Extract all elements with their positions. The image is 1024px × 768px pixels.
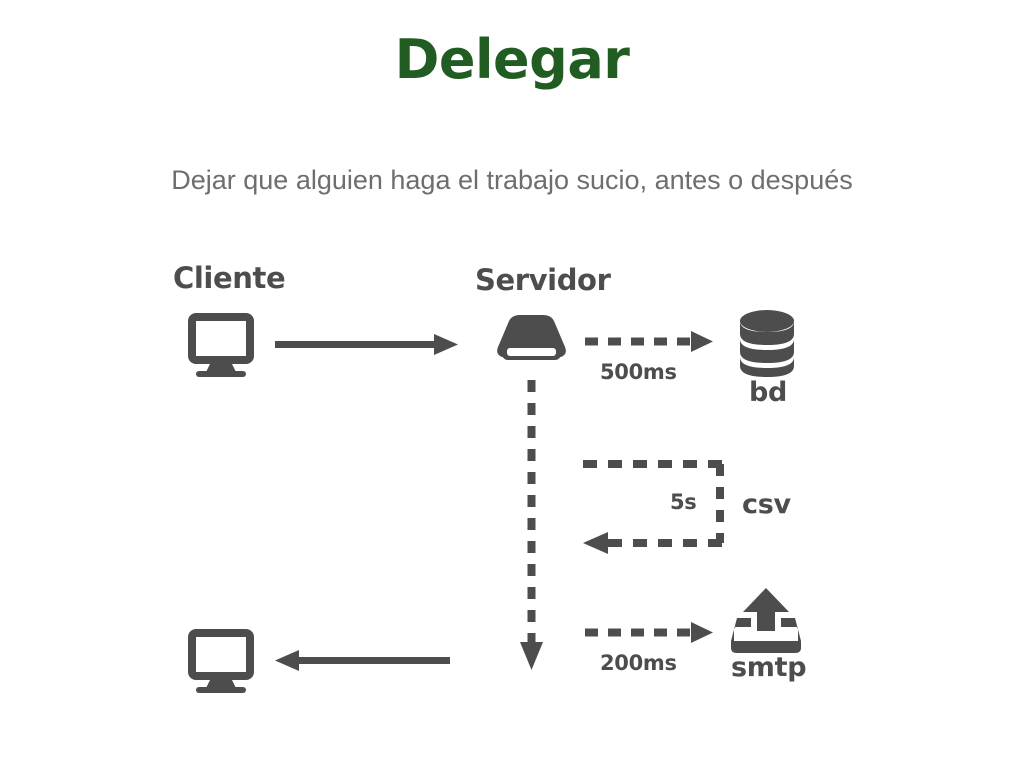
edge-label-200ms: 200ms: [600, 651, 677, 675]
arrow-server-to-smtp: [585, 622, 713, 643]
node-label-cliente: Cliente: [173, 261, 286, 295]
node-label-servidor: Servidor: [475, 263, 611, 297]
monitor-icon: [188, 629, 254, 693]
edge-label-5s: 5s: [670, 490, 697, 514]
node-label-bd: bd: [749, 377, 788, 408]
arrow-server-to-database: [585, 331, 713, 352]
loop-server-csv: [583, 460, 724, 554]
page-title: Delegar: [394, 28, 630, 91]
page-subtitle: Dejar que alguien haga el trabajo sucio,…: [171, 165, 853, 195]
node-label-csv: csv: [742, 489, 791, 520]
arrow-server-to-client: [275, 650, 450, 671]
edge-label-500ms: 500ms: [600, 360, 677, 384]
database-icon: [740, 310, 794, 377]
server-icon: [497, 315, 566, 360]
arrow-server-down: [520, 380, 543, 670]
arrow-client-to-server: [275, 334, 458, 355]
outbox-upload-icon: [731, 588, 801, 653]
node-label-smtp: smtp: [731, 652, 807, 683]
monitor-icon: [188, 313, 254, 377]
